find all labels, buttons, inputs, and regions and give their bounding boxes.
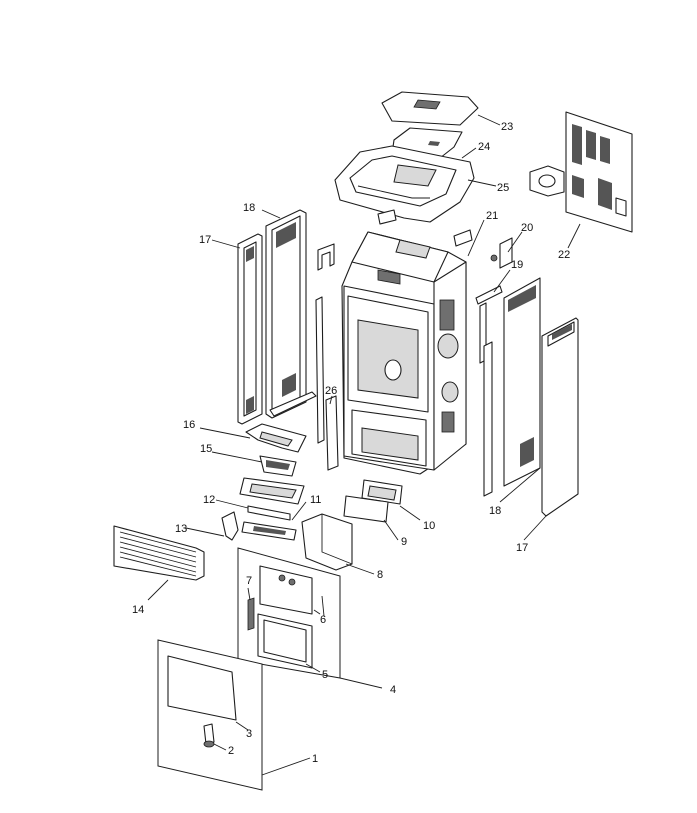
part-20-bracket: [490, 237, 513, 269]
part-8-ash-pan: [301, 513, 353, 571]
callout-26: 26: [325, 385, 337, 397]
callout-15: 15: [200, 443, 212, 455]
callout-23: 23: [501, 121, 513, 133]
part-22-rear-panel: [529, 111, 633, 233]
part-9-plate: [343, 495, 389, 523]
part-15-brazier: [259, 455, 297, 477]
callout-20: 20: [521, 222, 533, 234]
part-26-rail: [315, 296, 339, 471]
part-21-stove-body: [341, 231, 467, 475]
callout-6: 6: [320, 614, 326, 626]
callout-17-left: 17: [199, 234, 211, 246]
callout-17-right: 17: [516, 542, 528, 554]
callout-2: 2: [228, 745, 234, 757]
part-13-handle-bracket: [221, 511, 239, 541]
leader-lines: [147, 114, 581, 776]
part-1-front-panel: [157, 639, 263, 791]
callout-16: 16: [183, 419, 195, 431]
callout-8: 8: [377, 569, 383, 581]
part-17-right-side-panel: [541, 317, 579, 517]
callout-4: 4: [390, 684, 396, 696]
callout-21: 21: [486, 210, 498, 222]
part-25-top-lid: [334, 145, 475, 223]
callout-24: 24: [478, 141, 490, 153]
part-tray: [239, 477, 305, 505]
callout-5: 5: [322, 669, 328, 681]
callout-1: 1: [312, 753, 318, 765]
part-14-front-grille: [113, 525, 205, 581]
callout-9: 9: [401, 536, 407, 548]
callout-22: 22: [558, 249, 570, 261]
part-16-brazier-cover: [245, 423, 307, 453]
callout-10: 10: [423, 520, 435, 532]
part-23-top-cover: [381, 91, 479, 126]
part-12-strip: [247, 505, 291, 521]
part-18-right-inner-panel: [483, 277, 541, 497]
callout-12: 12: [203, 494, 215, 506]
callout-labels: 1 2 3 4 5 6 7 8 9 10 11 12 13 14 15 16 1…: [132, 121, 570, 765]
part-brackets-top: [317, 209, 473, 271]
callout-19: 19: [511, 259, 523, 271]
part-10-door-frame: [361, 479, 403, 505]
part-17-left-side-panel: [237, 233, 263, 425]
callout-3: 3: [246, 728, 252, 740]
part-4-door-frame: [237, 547, 341, 679]
callout-11: 11: [310, 494, 321, 506]
callout-18-left: 18: [243, 202, 255, 214]
callout-25: 25: [497, 182, 509, 194]
callout-14: 14: [132, 604, 144, 616]
callout-13: 13: [175, 523, 187, 535]
part-11-grate: [241, 521, 297, 541]
callout-7: 7: [246, 575, 252, 587]
callout-18-right: 18: [489, 505, 501, 517]
part-18-left-inner-panel: [265, 209, 317, 419]
